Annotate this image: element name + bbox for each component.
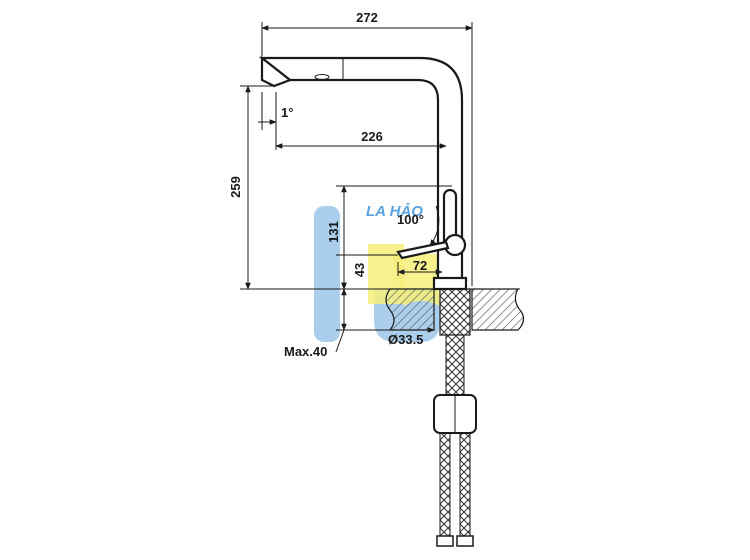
- mounting-shank: [439, 288, 471, 336]
- faucet-base: [432, 276, 468, 291]
- spout: [258, 56, 464, 290]
- dim-overall-height: 259: [228, 176, 243, 198]
- dim-lever-length: 72: [413, 258, 427, 273]
- dim-lever-height: 43: [352, 263, 367, 277]
- watermark-text: LA HẢO: [366, 203, 423, 220]
- dim-arc-100deg: [429, 205, 440, 247]
- dim-lever-angle: 100°: [397, 212, 424, 227]
- dimension-labels: 272 226 1° 259 131 43 100° 72 Ø33.5 Max.…: [228, 10, 427, 359]
- watermark-blue-bar: [314, 206, 340, 342]
- leader-max40: [335, 329, 345, 353]
- dim-spout-reach: 226: [361, 129, 383, 144]
- dim-overall-width: 272: [356, 10, 378, 25]
- dim-tilt-angle: 1°: [281, 105, 293, 120]
- supply-hoses: [433, 288, 477, 547]
- dim-spout-height: 131: [326, 221, 341, 243]
- dim-max-thickness: Max.40: [284, 344, 327, 359]
- dim-hole-diameter: Ø33.5: [388, 332, 423, 347]
- dimension-lines: [245, 25, 473, 353]
- countertop-section: [385, 288, 525, 331]
